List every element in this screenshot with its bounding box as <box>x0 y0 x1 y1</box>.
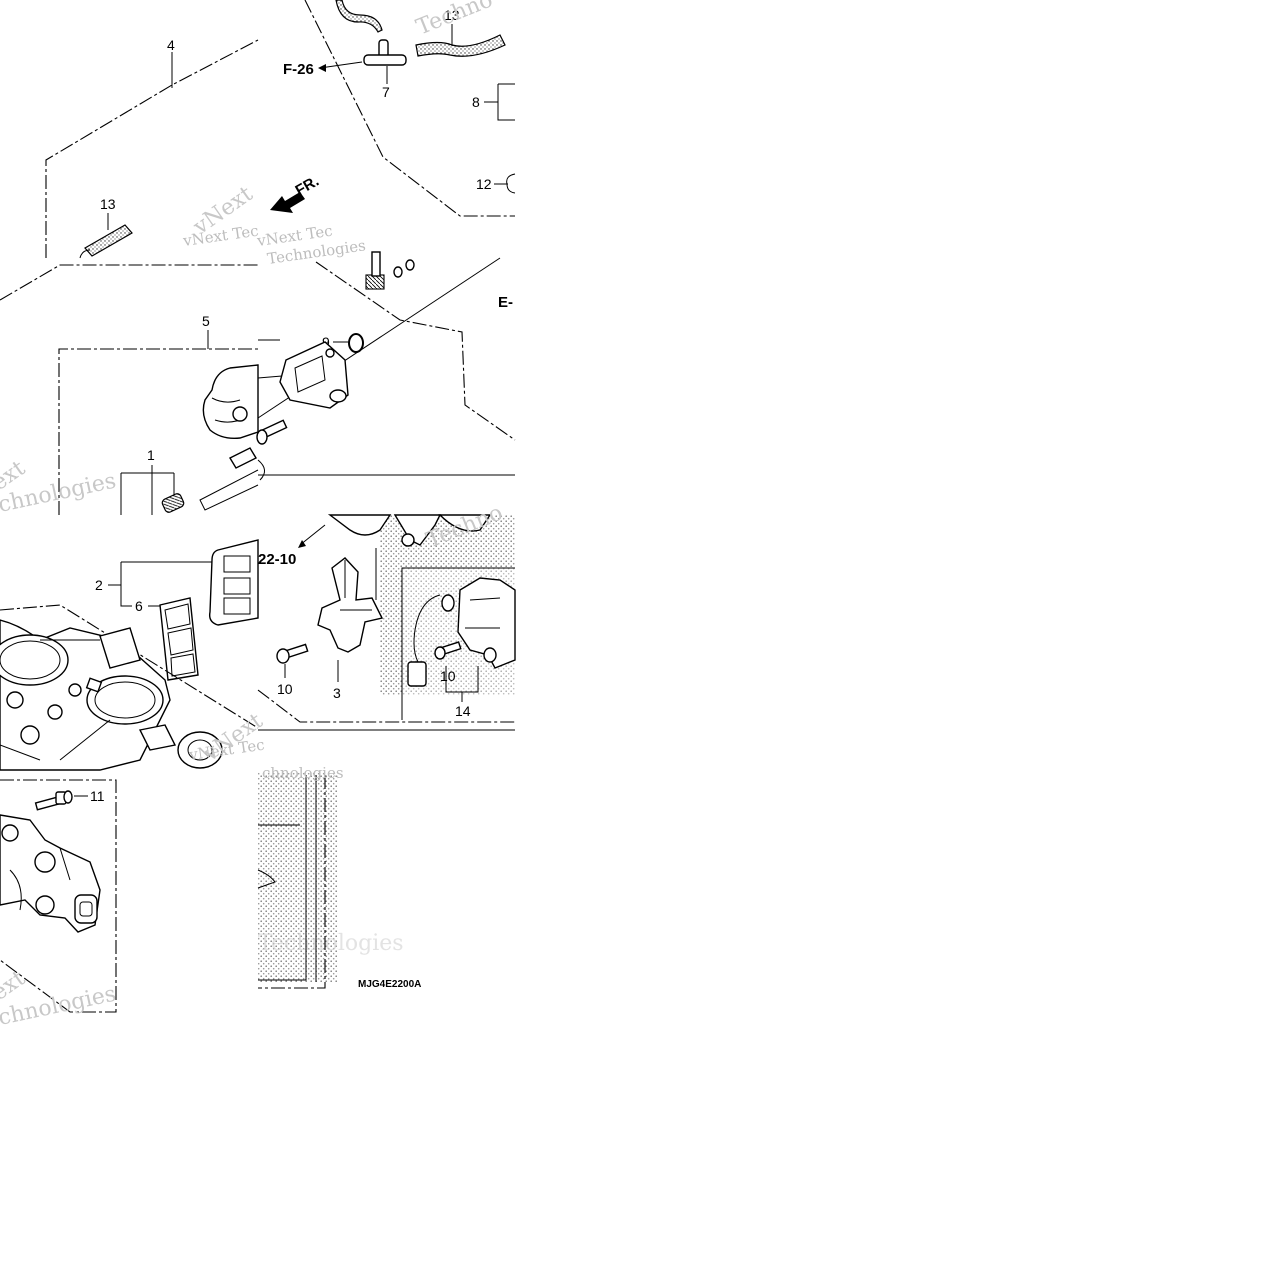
throttle-body <box>0 619 223 771</box>
tile-top-left: 4 13 vNext Tec vNext <box>45 37 260 259</box>
ref-22-10: 22-10 <box>258 551 296 568</box>
front-arrow: FR. <box>270 173 322 213</box>
gasket-6 <box>159 597 199 681</box>
bolt-mid <box>256 419 288 445</box>
callout-7: 7 <box>382 84 390 100</box>
watermark-text-2: Techno <box>413 0 496 41</box>
hose-upper <box>335 0 383 33</box>
upper-assembly <box>327 514 492 547</box>
fastener-upper <box>365 251 415 290</box>
bracket-3 <box>317 557 384 653</box>
callout-4: 4 <box>167 37 175 53</box>
callout-10a: 10 <box>277 681 293 697</box>
o-ring-9 <box>348 333 364 353</box>
hose-13b <box>415 34 506 57</box>
watermark-text-9: Technologies <box>258 931 404 956</box>
tile-bottom-left: 11 ext chnologies <box>0 779 118 1031</box>
bolt-10b <box>434 641 462 660</box>
callout-10b: 10 <box>440 668 456 684</box>
tile-mid-right: E- 9 Technologies <box>256 236 516 481</box>
callout-14: 14 <box>455 703 471 719</box>
callout-8: 8 <box>472 94 480 110</box>
tile-mid-left: 5 1 ext chnologies <box>0 264 259 518</box>
nipple-tube <box>199 447 259 511</box>
injector-body <box>202 364 259 440</box>
bolt-11 <box>34 790 73 811</box>
tile-lower-left: 2 6 <box>0 539 268 771</box>
callout-6: 6 <box>135 598 143 614</box>
callout-3: 3 <box>333 685 341 701</box>
callout-13b: 13 <box>444 7 460 23</box>
spring-1 <box>161 493 185 513</box>
tile-top-right: 13 F-26 7 8 12 FR. Techno vNext Tec <box>255 0 516 250</box>
callout-5: 5 <box>202 313 210 329</box>
gasket-2 <box>208 539 259 626</box>
ref-f26: F-26 <box>283 61 314 78</box>
sensor-body <box>279 341 349 409</box>
callout-12: 12 <box>476 176 492 192</box>
bolt-10 <box>276 643 309 664</box>
hose-13 <box>84 224 133 257</box>
joint-7 <box>363 39 407 66</box>
callout-2: 2 <box>95 577 103 593</box>
callout-11: 11 <box>90 788 105 804</box>
callout-1: 1 <box>147 447 155 463</box>
tile-lower-right: 22-10 10 3 10 14 Tech <box>257 500 516 731</box>
callout-13a: 13 <box>100 196 116 212</box>
sensor-assembly-14 <box>407 577 516 687</box>
tile-bottom-mid: Technologies MJG4E2200A chnologies <box>257 764 421 990</box>
iacv-body <box>0 814 101 933</box>
watermark-text-10: chnologies <box>262 764 344 782</box>
drawing-code: MJG4E2200A <box>358 979 421 990</box>
ref-e: E- <box>498 294 513 311</box>
